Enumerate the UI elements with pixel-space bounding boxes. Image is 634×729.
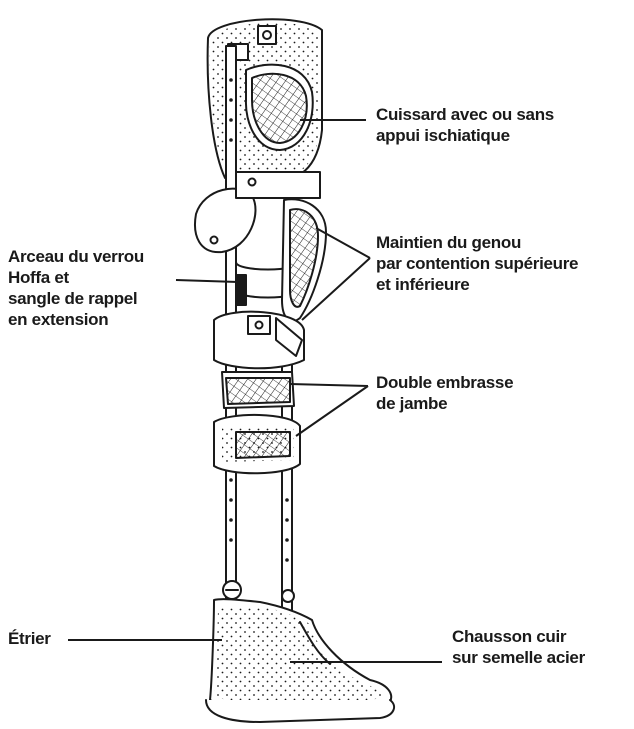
label-etrier: Étrier (8, 628, 51, 649)
label-maintien-line-1: Maintien du genou (376, 232, 578, 253)
label-chausson-line-1: Chausson cuir (452, 626, 585, 647)
upper-calf-band (214, 312, 304, 369)
label-embrasse: Double embrasse de jambe (376, 372, 513, 414)
label-embrasse-line-1: Double embrasse (376, 372, 513, 393)
label-cuissard-line-1: Cuissard avec ou sans (376, 104, 554, 125)
label-cuissard-line-2: appui ischiatique (376, 125, 554, 146)
label-maintien-line-2: par contention supérieure (376, 253, 578, 274)
leader-embrasse (290, 384, 368, 436)
label-chausson-line-2: sur semelle acier (452, 647, 585, 668)
label-maintien-line-3: et inférieure (376, 274, 578, 295)
label-arceau-line-2: Hoffa et (8, 267, 144, 288)
label-etrier-line-1: Étrier (8, 628, 51, 649)
label-maintien: Maintien du genou par contention supérie… (376, 232, 578, 295)
thigh-cuff (208, 19, 322, 184)
label-embrasse-line-2: de jambe (376, 393, 513, 414)
double-calf-straps (214, 372, 300, 473)
label-arceau-line-4: en extension (8, 309, 144, 330)
label-arceau-line-3: sangle de rappel (8, 288, 144, 309)
leather-shoe (206, 599, 394, 722)
label-chausson: Chausson cuir sur semelle acier (452, 626, 585, 668)
label-arceau-line-1: Arceau du verrou (8, 246, 144, 267)
label-arceau: Arceau du verrou Hoffa et sangle de rapp… (8, 246, 144, 330)
label-cuissard: Cuissard avec ou sans appui ischiatique (376, 104, 554, 146)
